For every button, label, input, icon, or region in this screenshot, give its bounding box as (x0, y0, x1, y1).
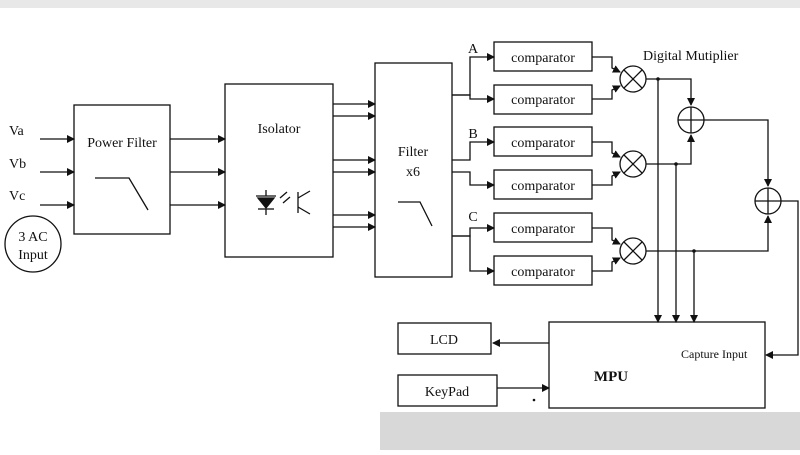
mpu-block (548, 321, 766, 409)
comparator-c1-label: comparator (511, 222, 575, 237)
source-label-line1: 3 AC (18, 230, 47, 245)
mpu-label: MPU (594, 369, 628, 385)
lowpass-symbol-icon (95, 177, 149, 211)
comparator-b2-label: comparator (511, 179, 575, 194)
keypad-label: KeyPad (425, 385, 469, 400)
vb-label: Vb (9, 157, 26, 172)
ac-source-circle (4, 215, 62, 273)
comparator-a1-label: comparator (511, 51, 575, 66)
phase-c-label: C (468, 210, 477, 225)
phase-b-lower-line (452, 171, 495, 189)
power-filter-block (73, 104, 171, 235)
multiplier-b-icon (619, 150, 647, 178)
adder-1-icon (677, 106, 705, 134)
adder-2-icon (754, 187, 782, 215)
junction-dots (532, 77, 696, 402)
comparator-a2-label: comparator (511, 93, 575, 108)
top-edge-shade (0, 0, 800, 8)
multiplier-c-icon (619, 237, 647, 265)
capture-input-label: Capture Input (681, 347, 748, 361)
isolator-block (224, 83, 334, 258)
vc-label: Vc (9, 189, 25, 204)
isolator-label: Isolator (258, 122, 301, 137)
power-filter-label: Power Filter (87, 136, 157, 151)
phase-a-upper-line (452, 53, 495, 96)
filter-label-line1: Filter (398, 145, 429, 160)
filter-lowpass-icon (398, 201, 433, 227)
phase-b-upper-line (452, 138, 495, 161)
capture-input-line (765, 200, 799, 359)
filter-x6-block (374, 62, 453, 278)
mult-b-to-adder-line (646, 134, 695, 165)
optocoupler-icon (256, 190, 311, 215)
bottom-edge-shade (380, 412, 800, 450)
mult-c-to-adder2-line (646, 215, 772, 252)
lcd-block (397, 322, 492, 355)
comparator-b1-label: comparator (511, 136, 575, 151)
lcd-label: LCD (430, 333, 458, 348)
comparator-c2-label: comparator (511, 265, 575, 280)
multiplier-a-icon (619, 65, 647, 93)
phase-b-label: B (468, 127, 477, 142)
filter-label-line2: x6 (406, 165, 420, 180)
va-label: Va (9, 124, 25, 139)
phase-a-label: A (468, 42, 479, 57)
source-label-line2: Input (18, 248, 48, 263)
phase-c-lower-line (452, 235, 495, 275)
adder1-to-adder2-line (704, 119, 772, 187)
phase-c-upper-line (452, 224, 495, 237)
digital-multiplier-label: Digital Mutiplier (643, 49, 739, 64)
mult-a-to-adder-line (646, 78, 695, 106)
keypad-block (397, 374, 498, 407)
phase-a-lower-line (452, 94, 495, 103)
